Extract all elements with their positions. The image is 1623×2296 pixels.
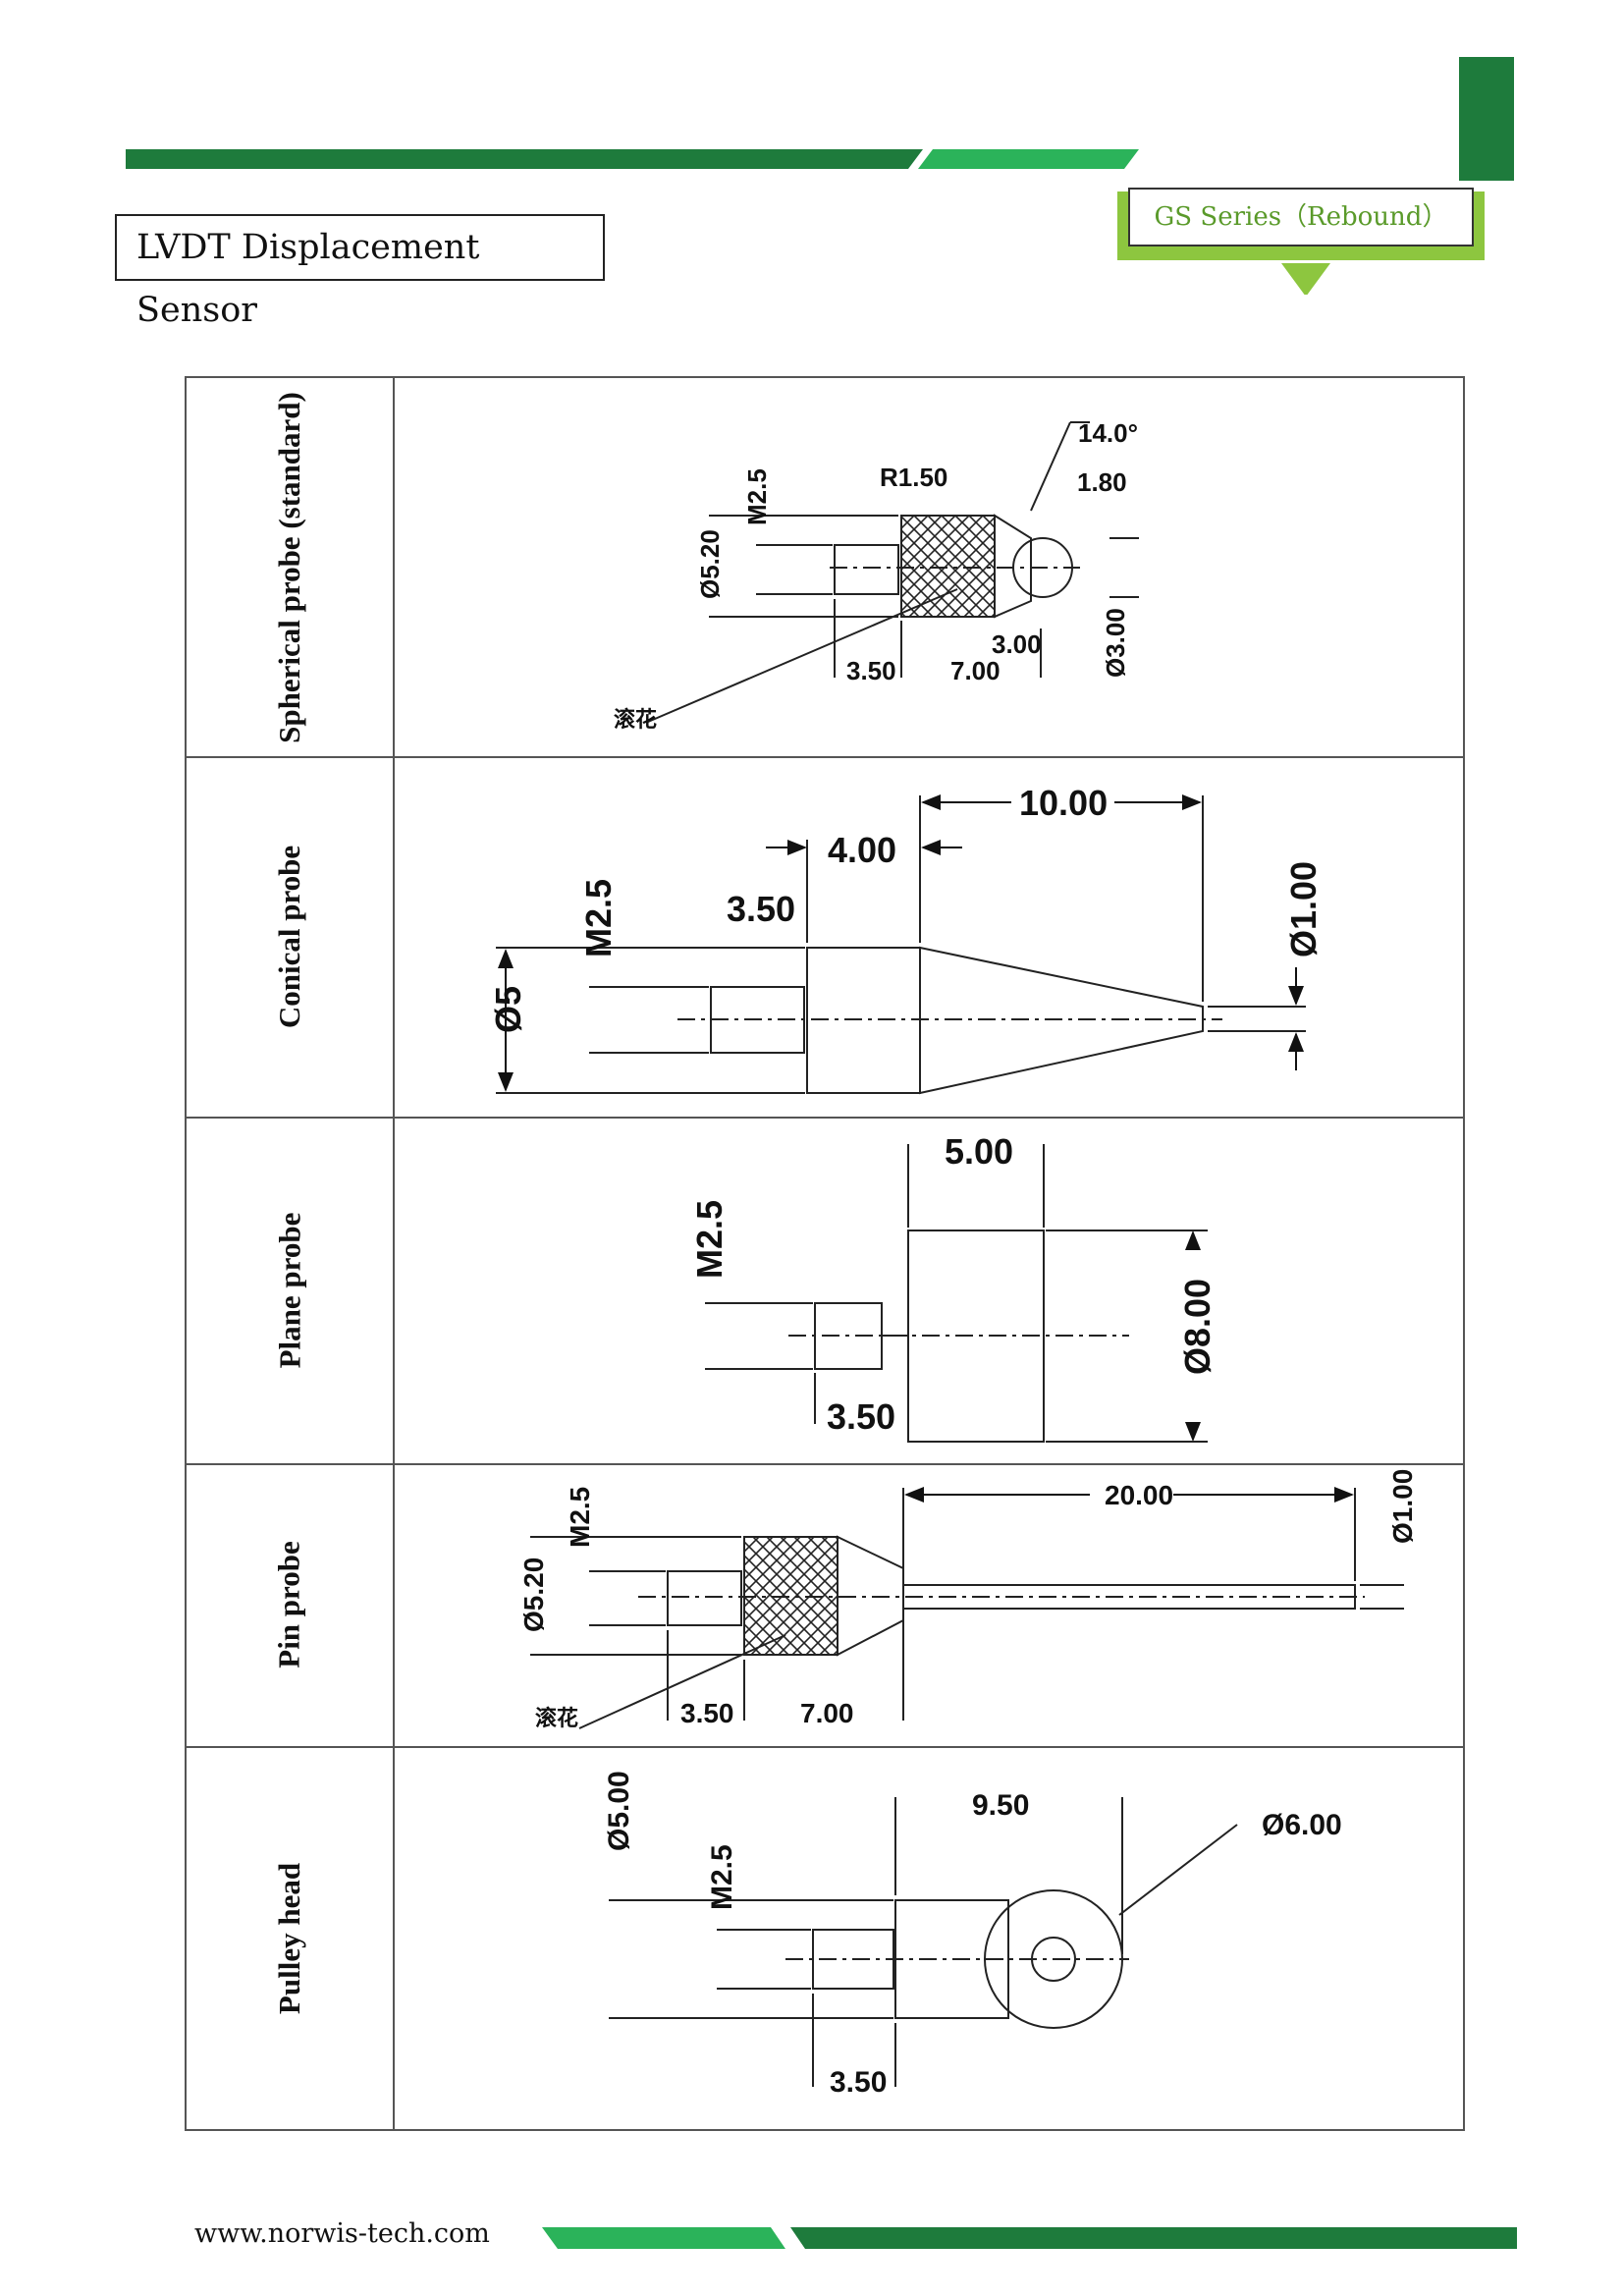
- thread-stud: [667, 1570, 742, 1626]
- spherical-d1: 1.80: [1077, 467, 1127, 497]
- pin-len-thread: 3.50: [680, 1698, 734, 1728]
- spherical-probe-drawing: [647, 421, 1139, 723]
- probe-table: Spherical probe (standard) Conical probe…: [185, 376, 1465, 2131]
- pulley-thread: M2.5: [706, 1844, 738, 1910]
- plane-len-head: 5.00: [945, 1131, 1013, 1172]
- spherical-thread: M2.5: [742, 468, 772, 525]
- pin-probe-drawing: [530, 1488, 1404, 1729]
- spherical-radius: R1.50: [880, 463, 947, 492]
- plane-thread: M2.5: [689, 1200, 730, 1279]
- plane-len-thread: 3.50: [827, 1396, 895, 1437]
- thread-stud: [834, 544, 899, 595]
- conical-len-thread: 3.50: [727, 889, 795, 929]
- table-row-divider: [187, 1746, 1463, 1748]
- pulley-len-thread: 3.50: [830, 2066, 887, 2099]
- header-dark-bar: [126, 149, 923, 169]
- pulley-head-drawing: [609, 1797, 1238, 2087]
- taper-section: [994, 514, 1032, 619]
- header-light-bar: [918, 149, 1139, 169]
- conical-dia-body: Ø5: [488, 986, 528, 1033]
- spherical-dia-tip: Ø3.00: [1101, 608, 1130, 678]
- footer-dark-bar: [790, 2227, 1517, 2249]
- pin-dia-body: Ø5.20: [518, 1558, 549, 1632]
- table-column-divider: [393, 378, 395, 2129]
- pin-len-body: 7.00: [800, 1698, 854, 1728]
- product-title: LVDT Displacement Sensor: [115, 214, 605, 330]
- header-decoration: [126, 57, 1514, 295]
- spherical-angle: 14.0°: [1078, 418, 1138, 448]
- pin-len-pin: 20.00: [1105, 1480, 1173, 1510]
- pin-dia-pin: Ø1.00: [1387, 1469, 1418, 1544]
- pin-thread: M2.5: [565, 1487, 595, 1548]
- spherical-len-thread: 3.50: [846, 656, 896, 685]
- pulley-dia-body: Ø5.00: [603, 1771, 635, 1851]
- pulley-dia-wheel: Ø6.00: [1262, 1809, 1342, 1841]
- series-badge: GS Series（Rebound）: [1128, 188, 1474, 246]
- cone-tip: [919, 946, 1204, 1095]
- plane-probe-drawing: [705, 1144, 1208, 1443]
- conical-probe-drawing: [496, 795, 1306, 1095]
- pulley-len-head: 9.50: [972, 1789, 1029, 1822]
- conical-len-cone-offset: 4.00: [828, 830, 896, 870]
- footer-light-bar: [542, 2227, 785, 2249]
- spherical-len-body: 7.00: [950, 656, 1001, 685]
- conical-dia-tip: Ø1.00: [1283, 861, 1324, 957]
- spherical-len-a: 3.00: [992, 629, 1042, 659]
- table-row-divider: [187, 1117, 1463, 1119]
- pin-knurl-note: 滚花: [535, 1706, 578, 1730]
- table-row-divider: [187, 1463, 1463, 1465]
- conical-thread: M2.5: [578, 879, 619, 957]
- conical-len-total: 10.00: [1019, 783, 1108, 823]
- spherical-dia-body: Ø5.20: [695, 529, 725, 599]
- spherical-knurl-note: 滚花: [614, 707, 657, 732]
- series-arrow-icon: [1281, 263, 1330, 295]
- plane-dia-head: Ø8.00: [1177, 1279, 1217, 1375]
- corner-tab: [1459, 57, 1514, 181]
- footer-website: www.norwis-tech.com: [194, 2218, 490, 2249]
- table-row-divider: [187, 756, 1463, 758]
- knurled-body: [743, 1536, 839, 1656]
- knurled-body: [900, 515, 996, 618]
